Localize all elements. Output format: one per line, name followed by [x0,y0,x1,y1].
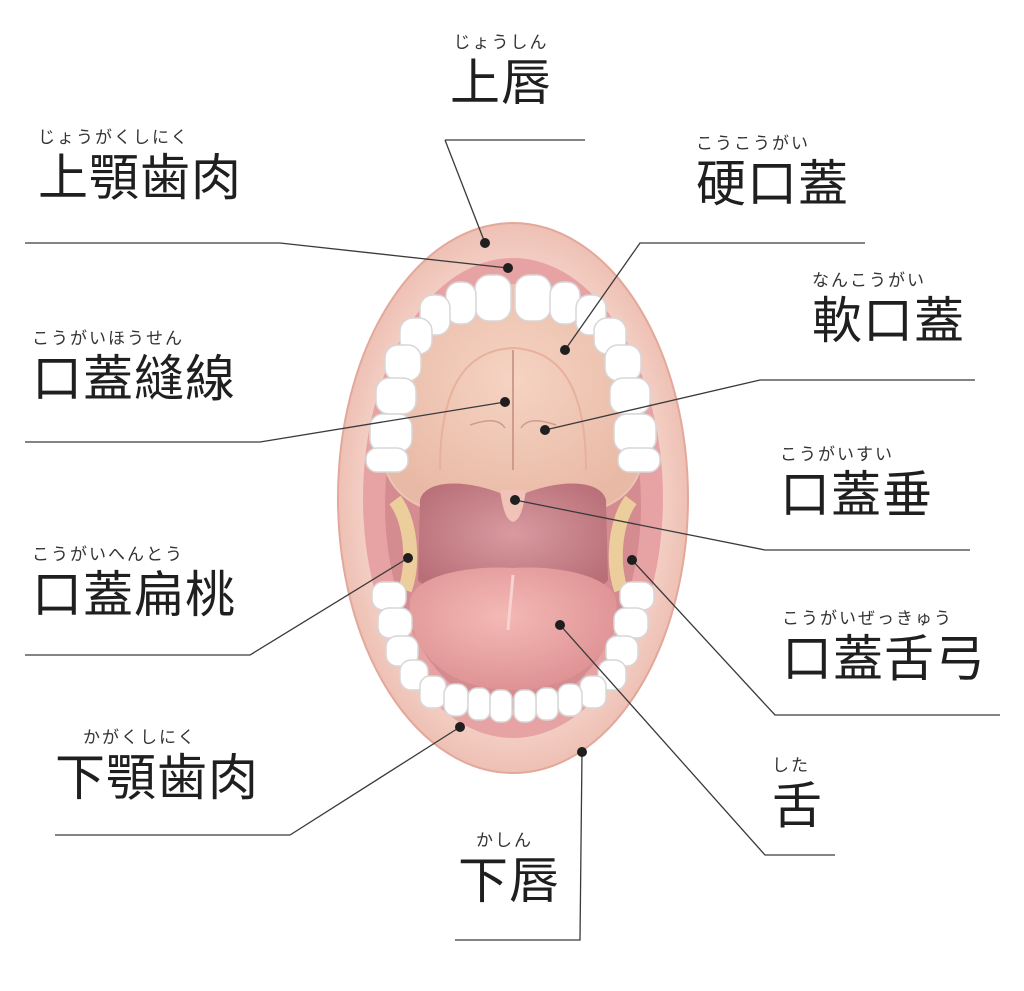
label-tongue: した 舌 [772,755,823,835]
reading-palatine-raphe: こうがいほうせん [32,329,184,349]
reading-soft-palate: なんこうがい [812,271,926,291]
reading-tonsil: こうがいへんとう [32,545,184,565]
leader-lines [25,139,1000,941]
label-hard-palate: こうこうがい 硬口蓋 [696,133,849,213]
label-uvula: こうがいすい 口蓋垂 [780,444,933,524]
reading-uvula: こうがいすい [780,445,894,465]
name-tongue: 舌 [772,777,823,835]
label-lower-gum: かがくしにく 下顎歯肉 [55,727,259,807]
name-upper-lip: 上唇 [450,54,552,112]
label-upper-lip: じょうしん 上唇 [450,32,552,112]
reading-upper-gum: じょうがくしにく [38,128,190,148]
reading-palatoglossal-arch: こうがいぜっきゅう [782,609,953,629]
reading-hard-palate: こうこうがい [696,134,810,154]
label-tonsil: こうがいへんとう 口蓋扁桃 [32,544,236,624]
tongue-shape [409,567,617,690]
throat-shape [418,483,608,595]
reading-tongue: した [772,756,810,776]
label-palatine-raphe: こうがいほうせん 口蓋縫線 [32,328,236,408]
label-palatoglossal-arch: こうがいぜっきゅう 口蓋舌弓 [782,608,986,688]
label-soft-palate: なんこうがい 軟口蓋 [812,270,965,350]
name-uvula: 口蓋垂 [780,466,933,524]
name-lower-gum: 下顎歯肉 [55,749,259,807]
reading-upper-lip: じょうしん [453,33,549,53]
label-upper-gum: じょうがくしにく 上顎歯肉 [38,127,242,207]
name-upper-gum: 上顎歯肉 [38,149,242,207]
reading-lower-gum: かがくしにく [83,728,197,748]
name-palatoglossal-arch: 口蓋舌弓 [782,630,986,688]
name-lower-lip: 下唇 [458,852,560,910]
anchor-dots [403,238,637,757]
label-lower-lip: かしん 下唇 [458,830,560,910]
name-soft-palate: 軟口蓋 [812,292,965,350]
name-tonsil: 口蓋扁桃 [32,566,236,624]
reading-lower-lip: かしん [476,831,533,851]
name-palatine-raphe: 口蓋縫線 [32,350,236,408]
lower-teeth [371,581,655,723]
upper-teeth [365,274,661,473]
name-hard-palate: 硬口蓋 [696,155,849,213]
